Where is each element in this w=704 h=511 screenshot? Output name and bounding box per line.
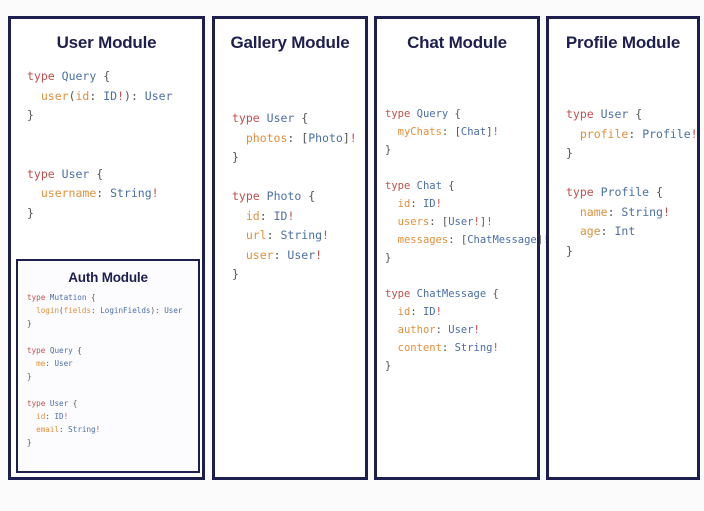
panel-title-user-module: User Module: [56, 33, 157, 52]
code-block-gallery-module: type User { photos: [Photo]! } type Phot…: [232, 111, 357, 281]
code-block-chat-module: type Query { myChats: [Chat]! } type Cha…: [385, 108, 549, 372]
panel-chat-module: Chat Module type Query { myChats: [Chat]…: [374, 16, 549, 480]
panel-title-auth-module: Auth Module: [68, 270, 148, 285]
panel-user-module: User Module type Query { user(id: ID!): …: [8, 16, 205, 480]
panel-title-gallery-module: Gallery Module: [230, 33, 350, 52]
panel-profile-module: Profile Module type User { profile: Prof…: [546, 16, 700, 480]
panel-auth-module: Auth Module type Mutation { login(fields…: [16, 259, 200, 473]
code-block-user-module: type Query { user(id: ID!): User } type …: [27, 69, 173, 220]
panel-title-chat-module: Chat Module: [407, 33, 507, 52]
panel-gallery-module: Gallery Module type User { photos: [Phot…: [212, 16, 368, 480]
code-block-profile-module: type User { profile: Profile! } type Pro…: [566, 107, 698, 258]
panel-title-profile-module: Profile Module: [565, 33, 681, 52]
code-block-auth-module: type Mutation { login(fields: LoginField…: [27, 293, 183, 448]
